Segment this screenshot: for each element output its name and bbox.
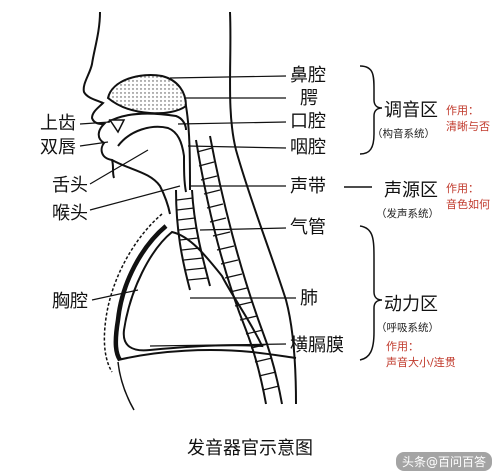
label-lungs: 肺 xyxy=(300,288,318,309)
zone-source-note-title: 作用： xyxy=(446,182,479,195)
diaphragm-shape xyxy=(117,349,297,361)
zone-source-system: （发声系统） xyxy=(376,208,439,220)
zone-power-note-title: 作用： xyxy=(386,340,419,353)
label-tongue: 舌头 xyxy=(52,175,88,196)
label-pharynx: 咽腔 xyxy=(290,137,326,158)
bracket-power xyxy=(359,225,383,361)
neck-back xyxy=(229,11,297,405)
zone-articulation-name: 调音区 xyxy=(384,100,438,121)
mandible-shape xyxy=(111,159,171,215)
figure-caption: 发音器官示意图 xyxy=(187,438,313,459)
spine-back xyxy=(209,135,283,405)
chest-wall-outer xyxy=(103,213,163,373)
zone-articulation-note-body: 清晰与否 xyxy=(446,120,490,133)
left-leader-lines xyxy=(79,121,181,301)
zone-power-note-body: 声音大小/连贯 xyxy=(386,356,456,369)
face-profile xyxy=(82,11,115,179)
label-chest: 胸腔 xyxy=(52,291,88,312)
zone-articulation-system: （构音系统） xyxy=(372,128,435,140)
zone-source-name: 声源区 xyxy=(384,180,438,201)
trachea-front xyxy=(175,189,191,291)
right-leader-lines xyxy=(149,75,296,347)
zone-power-name: 动力区 xyxy=(384,294,438,315)
upper-teeth-shape xyxy=(108,119,126,134)
label-lips: 双唇 xyxy=(40,137,76,158)
label-vocal-cords: 声带 xyxy=(290,176,326,197)
zone-source-note-body: 音色如何 xyxy=(446,198,490,211)
abdomen-line xyxy=(117,361,135,411)
watermark: 头条@百问百答 xyxy=(395,452,492,471)
trachea-rings xyxy=(176,197,209,281)
nasal-cavity-shape xyxy=(106,74,188,115)
label-palate: 腭 xyxy=(300,88,318,109)
label-throat: 喉头 xyxy=(52,203,88,224)
chest-wall xyxy=(113,224,168,362)
palate-line xyxy=(107,112,187,131)
label-oral-cavity: 口腔 xyxy=(290,111,326,132)
tongue-shape xyxy=(117,125,187,193)
zone-power-system: （呼吸系统） xyxy=(376,322,439,334)
label-nasal-cavity: 鼻腔 xyxy=(290,65,326,86)
bracket-articulation xyxy=(359,65,383,155)
label-upper-teeth: 上齿 xyxy=(40,113,76,134)
pharynx-wall xyxy=(185,105,191,191)
trachea-back xyxy=(191,189,211,287)
lung-shape xyxy=(122,230,264,352)
label-diaphragm: 横膈膜 xyxy=(290,335,344,356)
label-trachea: 气管 xyxy=(290,217,326,238)
zone-articulation-note-title: 作用： xyxy=(446,104,479,117)
